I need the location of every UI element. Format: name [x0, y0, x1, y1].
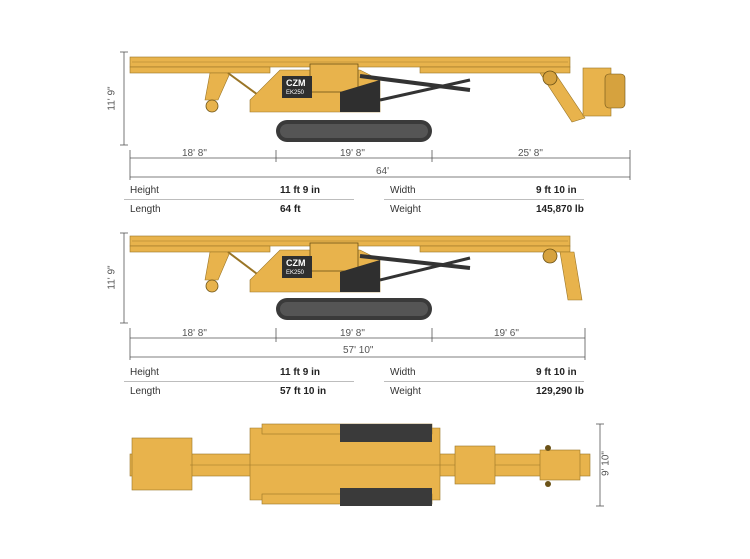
spec-label: Height — [130, 367, 159, 378]
spec-label: Weight — [390, 204, 421, 215]
carrier-body-1 — [249, 63, 471, 113]
spec-value: 11 ft 9 in — [280, 367, 321, 378]
seg3-label-2: 19' 6" — [494, 328, 519, 339]
seg3-label-1: 25' 8" — [518, 148, 543, 159]
model-text-2: EK250 — [286, 270, 305, 276]
carrier-body-2 — [249, 242, 471, 293]
spec-row-weight-2: Weight 129,290 lb — [384, 383, 584, 401]
boom-2 — [129, 235, 583, 301]
spec-row-length-2: Length 57 ft 10 in — [124, 383, 354, 401]
spec-row-weight-1: Weight 145,870 lb — [384, 201, 584, 219]
height-dimension-2 — [120, 232, 128, 324]
spec-row-height-2: Height 11 ft 9 in — [124, 364, 354, 382]
logo-text-2: CZM — [286, 258, 306, 268]
spec-label: Length — [130, 204, 161, 215]
seg1-label-2: 18' 8" — [182, 328, 207, 339]
spec-label: Height — [130, 185, 159, 196]
specs-table-2: Height 11 ft 9 in Length 57 ft 10 in Wid… — [124, 364, 584, 402]
width-dimension — [596, 423, 604, 507]
spec-value: 9 ft 10 in — [536, 185, 577, 196]
seg2-label-1: 19' 8" — [340, 148, 365, 159]
top-view-machine — [129, 423, 591, 506]
spec-value: 57 ft 10 in — [280, 386, 327, 397]
seg1-label-1: 18' 8" — [182, 148, 207, 159]
spec-value: 11 ft 9 in — [280, 185, 321, 196]
total-label-2: 57' 10" — [343, 345, 374, 356]
crawler-track-2 — [276, 298, 432, 320]
spec-row-height-1: Height 11 ft 9 in — [124, 182, 354, 200]
specs-table-1: Height 11 ft 9 in Length 64 ft Width 9 f… — [124, 182, 584, 220]
spec-row-width-2: Width 9 ft 10 in — [384, 364, 584, 382]
spec-label: Width — [390, 367, 416, 378]
spec-row-length-1: Length 64 ft — [124, 201, 354, 219]
length-dimensions-2 — [129, 328, 586, 360]
length-dimensions-1 — [129, 150, 631, 180]
model-text-1: EK250 — [286, 90, 305, 96]
height-dimension-1 — [120, 51, 128, 146]
spec-value: 145,870 lb — [536, 204, 584, 215]
spec-value: 9 ft 10 in — [536, 367, 577, 378]
total-label-1: 64' — [376, 166, 390, 177]
spec-label: Weight — [390, 386, 421, 397]
width-label: 9' 10" — [600, 451, 612, 476]
crawler-track-1 — [276, 120, 432, 142]
spec-value: 64 ft — [280, 204, 301, 215]
spec-label: Width — [390, 185, 416, 196]
seg2-label-2: 19' 8" — [340, 328, 365, 339]
spec-label: Length — [130, 386, 161, 397]
boom-1 — [129, 56, 626, 123]
spec-value: 129,290 lb — [536, 386, 584, 397]
spec-row-width-1: Width 9 ft 10 in — [384, 182, 584, 200]
logo-text-1: CZM — [286, 78, 306, 88]
